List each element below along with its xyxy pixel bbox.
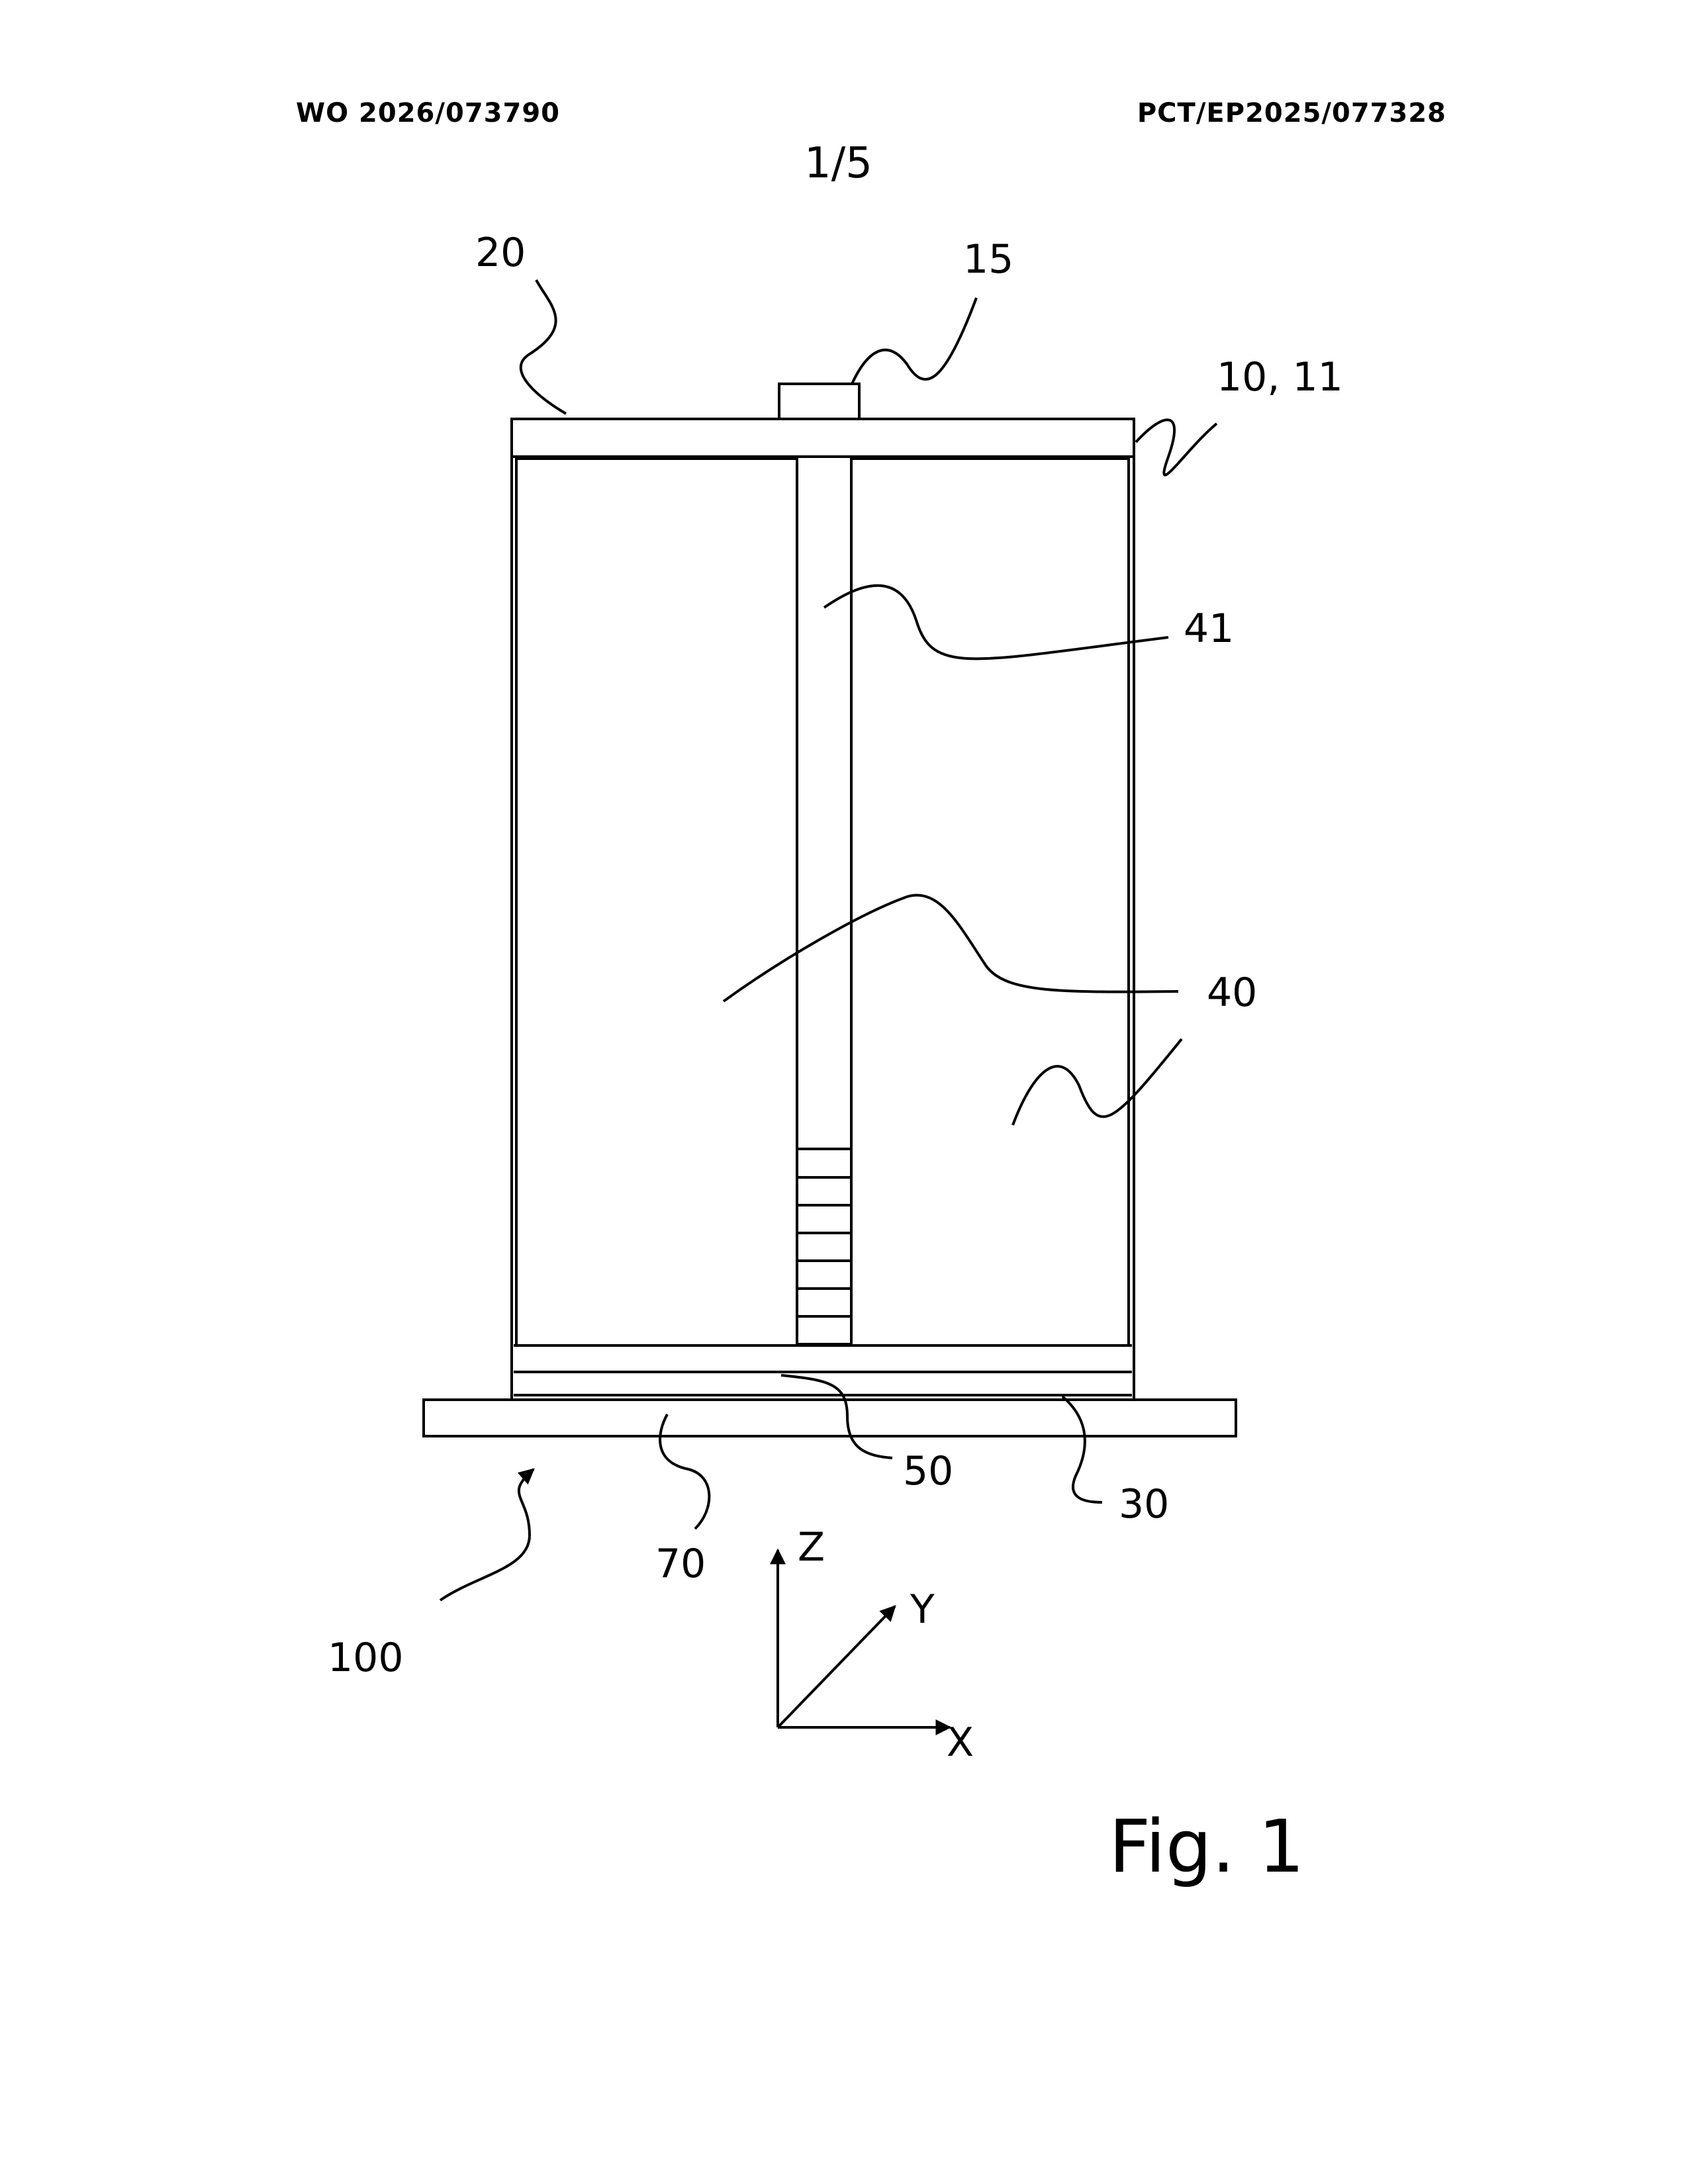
leader-100 (440, 1469, 534, 1600)
figure-caption: Fig. 1 (1109, 1804, 1305, 1889)
label-100: 100 (328, 1635, 404, 1681)
label-10-11: 10, 11 (1217, 354, 1343, 400)
terminal-cap (779, 384, 859, 419)
label-30: 30 (1119, 1481, 1169, 1527)
leader-40-left (724, 895, 1178, 1001)
label-40: 40 (1207, 970, 1257, 1016)
base-plate (424, 1400, 1236, 1436)
label-20: 20 (475, 230, 526, 276)
label-70: 70 (655, 1541, 706, 1587)
leader-41 (824, 586, 1168, 659)
leader-40-right (1013, 1039, 1182, 1125)
label-50: 50 (903, 1448, 953, 1494)
housing-outline (512, 419, 1134, 1400)
leader-10-11 (1136, 420, 1217, 475)
left-chamber (516, 459, 797, 1345)
leader-70 (660, 1414, 709, 1529)
leader-15 (852, 298, 976, 384)
axis-label-x: X (947, 1719, 974, 1766)
y-axis (778, 1606, 895, 1727)
axis-label-z: Z (798, 1524, 825, 1570)
label-41: 41 (1184, 606, 1234, 652)
leader-30 (1062, 1396, 1102, 1502)
label-15: 15 (963, 236, 1013, 283)
channel-stack (797, 1149, 851, 1344)
axis-label-y: Y (910, 1586, 935, 1633)
leader-50 (781, 1375, 892, 1458)
leader-20 (521, 280, 566, 414)
